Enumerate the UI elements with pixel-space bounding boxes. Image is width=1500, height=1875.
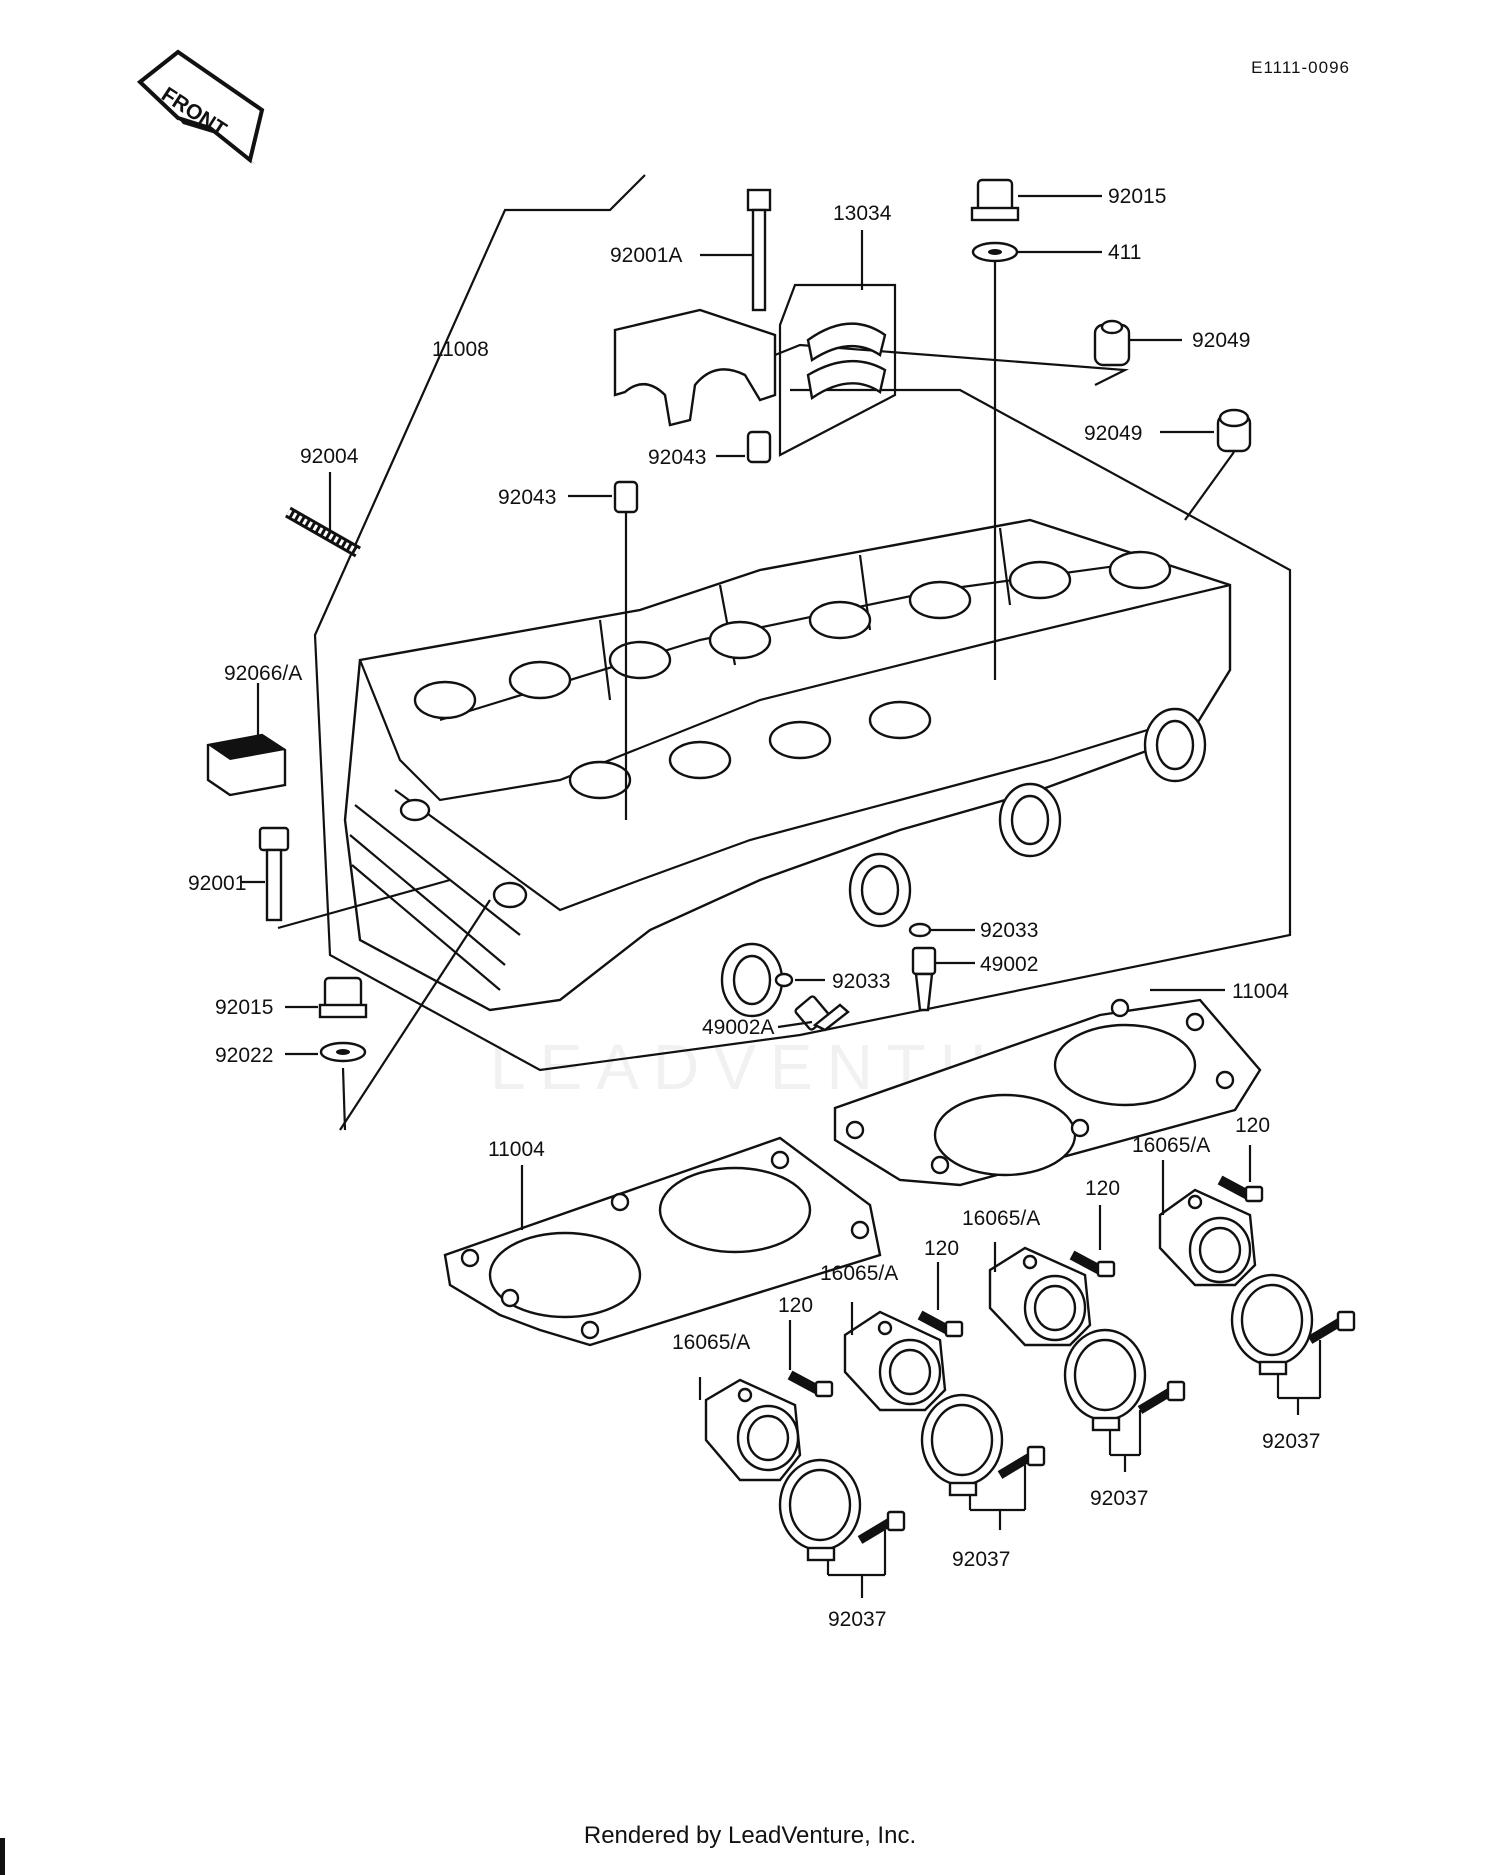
- dowel-92043-top: [746, 430, 772, 464]
- label-411: 411: [1108, 241, 1141, 264]
- bolt-120-2: [917, 1310, 964, 1338]
- label-92033-b: 92033: [832, 970, 890, 993]
- label-92043-top: 92043: [648, 446, 706, 469]
- clip-92033-a: [908, 922, 932, 938]
- intake-clamp-3: [1063, 1328, 1147, 1432]
- label-120-2: 120: [924, 1237, 959, 1260]
- label-92049-a: 92049: [1192, 329, 1250, 352]
- label-92001A: 92001A: [610, 244, 682, 267]
- intake-holder-1: [704, 1378, 802, 1482]
- dowel-92043-mid: [613, 480, 639, 514]
- cam-cap-bracket: [774, 343, 1130, 386]
- label-92037-4: 92037: [1262, 1430, 1320, 1453]
- stud-92004: [285, 506, 361, 558]
- bracket-13034: [778, 283, 897, 457]
- intake-holder-4: [1158, 1188, 1257, 1287]
- label-92004: 92004: [300, 445, 359, 468]
- label-11004-right: 11004: [1232, 980, 1289, 1003]
- intake-clamp-1: [778, 1458, 862, 1562]
- intake-holder-2: [843, 1310, 947, 1412]
- label-120-4: 120: [1235, 1114, 1270, 1137]
- label-16065A-2: 16065/A: [820, 1262, 898, 1285]
- gasket-11004-right: [833, 998, 1262, 1187]
- label-92033-a: 92033: [980, 919, 1038, 942]
- label-16065A-3: 16065/A: [962, 1207, 1040, 1230]
- label-92049-b: 92049: [1084, 422, 1142, 445]
- bolt-120-3: [1069, 1250, 1116, 1278]
- bolt-120-1: [787, 1370, 834, 1398]
- plug-92049-a: [1093, 319, 1131, 367]
- plug-92049-b: [1216, 408, 1252, 453]
- rubber-damper-92066A: [206, 733, 287, 797]
- cylinder-head: [343, 518, 1232, 1018]
- label-92043-mid: 92043: [498, 486, 556, 509]
- bolt-92001A: [746, 188, 772, 312]
- label-92037-3: 92037: [1090, 1487, 1148, 1510]
- bolt-92037-4: [1307, 1310, 1356, 1344]
- label-92015-top: 92015: [1108, 185, 1166, 208]
- label-49002A: 49002A: [702, 1016, 774, 1039]
- page-edge-mark: [0, 1838, 5, 1875]
- clip-92033-b: [774, 972, 794, 988]
- label-11004-left: 11004: [488, 1138, 545, 1161]
- label-120-1: 120: [778, 1294, 813, 1317]
- label-92037-1: 92037: [828, 1608, 886, 1631]
- bolt-92001: [258, 826, 290, 922]
- cap-nut-92015-left: [318, 976, 368, 1019]
- label-11008: 11008: [432, 338, 489, 361]
- intake-holder-3: [988, 1246, 1092, 1347]
- group-outline: [313, 174, 1292, 1072]
- cam-cap: [613, 308, 777, 427]
- cap-nut-92015-top: [970, 178, 1020, 222]
- label-92015-left: 92015: [215, 996, 273, 1019]
- bolt-92037-3: [1137, 1380, 1186, 1414]
- fitting-49002A: [794, 995, 850, 1032]
- document-code: E1111-0096: [1251, 58, 1350, 77]
- gasket-11004-left: [443, 1136, 882, 1347]
- label-92001: 92001: [188, 872, 246, 895]
- intake-clamp-4: [1230, 1273, 1314, 1376]
- footer-credit: Rendered by LeadVenture, Inc.: [583, 1822, 917, 1849]
- label-92022: 92022: [215, 1044, 273, 1067]
- label-92066A: 92066/A: [224, 662, 302, 685]
- front-arrow-icon: FRONT: [136, 49, 265, 165]
- label-49002: 49002: [980, 953, 1038, 976]
- cam-bearing-shells: [806, 322, 887, 401]
- label-16065A-4: 16065/A: [1132, 1134, 1210, 1157]
- label-92037-2: 92037: [952, 1548, 1010, 1571]
- label-120-3: 120: [1085, 1177, 1120, 1200]
- fitting-49002: [911, 946, 937, 1012]
- bolt-120-4: [1217, 1175, 1264, 1203]
- bolt-92037-2: [997, 1445, 1046, 1479]
- label-16065A-1: 16065/A: [672, 1331, 750, 1354]
- label-13034: 13034: [833, 202, 892, 225]
- bolt-92037-1: [857, 1510, 906, 1544]
- intake-clamp-2: [920, 1393, 1004, 1497]
